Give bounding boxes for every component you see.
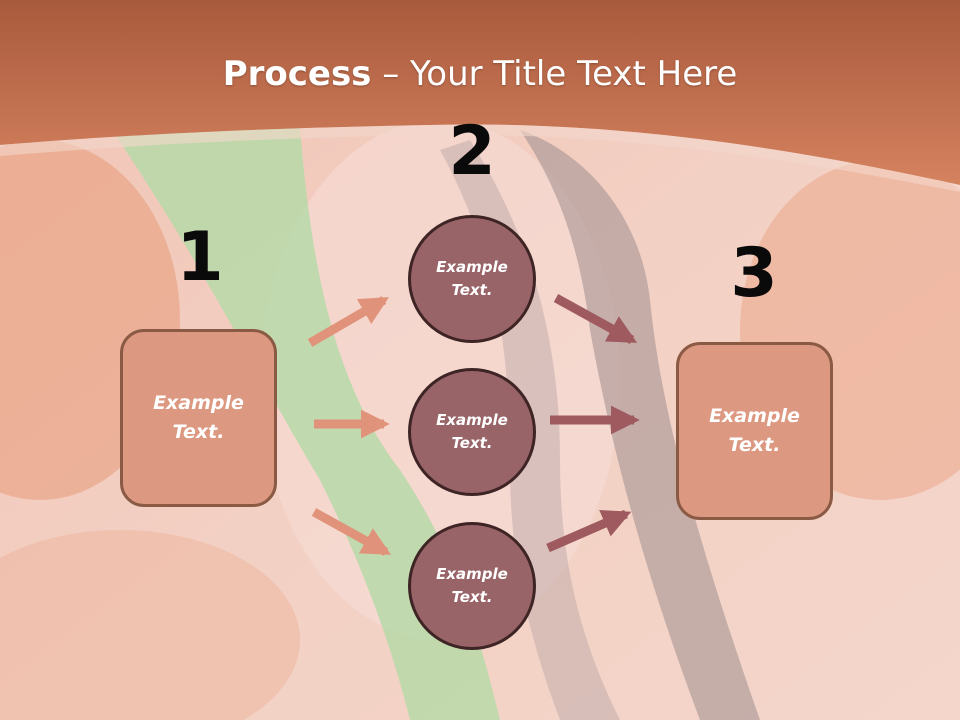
step-2-circle-middle: Example Text. — [408, 368, 536, 496]
step-2-circle-top-text: Example Text. — [436, 258, 508, 299]
title-bold: Process — [222, 54, 372, 94]
step-1-box: Example Text. — [120, 329, 277, 507]
step-1-text: Example Text. — [153, 392, 244, 443]
arrow-top-to-3 — [553, 294, 638, 344]
step-number-1: 1 — [176, 218, 224, 297]
step-3-text: Example Text. — [709, 405, 800, 456]
step-number-3: 3 — [730, 234, 778, 313]
arrow-bottom-to-3 — [546, 509, 632, 553]
title-rest: – Your Title Text Here — [371, 54, 738, 94]
arrow-1-to-top — [307, 296, 389, 347]
step-2-circle-bottom: Example Text. — [408, 522, 536, 650]
page-title: Process – Your Title Text Here — [0, 50, 960, 98]
step-2-circle-bottom-text: Example Text. — [436, 565, 508, 606]
arrow-1-to-bottom — [311, 508, 392, 556]
step-number-2: 2 — [448, 112, 496, 191]
step-3-box: Example Text. — [676, 342, 833, 520]
step-2-circle-middle-text: Example Text. — [436, 411, 508, 452]
step-2-circle-top: Example Text. — [408, 215, 536, 343]
